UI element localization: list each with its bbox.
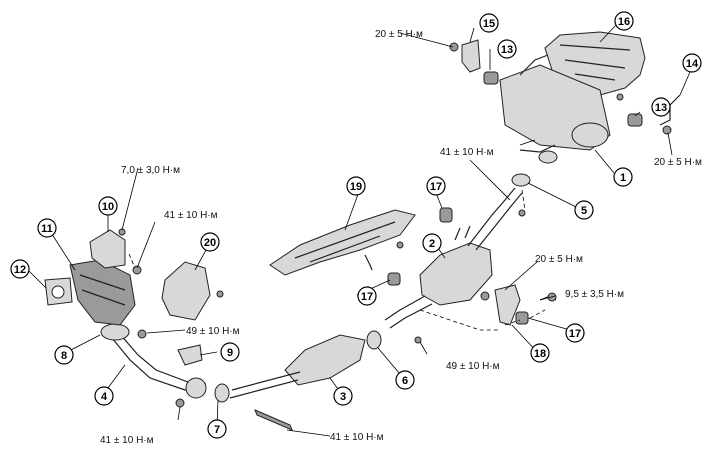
callout-7: 7 <box>207 419 227 439</box>
callout-18: 18 <box>530 343 550 363</box>
torque-front-pipe-lower: 41 ± 10 Н·м <box>100 435 154 446</box>
bracket-9 <box>177 344 203 366</box>
gasket-8 <box>100 323 130 341</box>
svg-text:17: 17 <box>569 328 581 340</box>
svg-text:19: 19 <box>350 181 362 193</box>
svg-text:15: 15 <box>483 18 495 30</box>
svg-text:8: 8 <box>61 350 67 362</box>
torque-flange-front: 49 ± 10 Н·м <box>186 326 240 337</box>
torque-sensor: 9,5 ± 3,5 Н·м <box>565 289 624 300</box>
hanger-rubber-13a <box>483 71 499 85</box>
svg-text:11: 11 <box>41 223 53 235</box>
svg-text:18: 18 <box>534 348 546 360</box>
hanger-rubber-17b <box>387 272 401 286</box>
callout-14: 14 <box>682 53 702 73</box>
callout-15: 15 <box>479 13 499 33</box>
callout-11: 11 <box>37 218 57 238</box>
heat-shield-20 <box>161 261 211 321</box>
svg-text:5: 5 <box>581 205 587 217</box>
callout-9: 9 <box>220 342 240 362</box>
callout-17b: 17 <box>357 286 377 306</box>
callout-2: 2 <box>422 233 442 253</box>
bracket-18 <box>494 284 521 326</box>
callout-4: 4 <box>94 386 114 406</box>
torque-manifold-nut: 41 ± 10 Н·м <box>164 210 218 221</box>
exhaust-manifold-11 <box>69 259 136 326</box>
callout-16: 16 <box>614 11 634 31</box>
callout-3: 3 <box>333 386 353 406</box>
hanger-bracket-14 <box>659 94 681 126</box>
svg-text:12: 12 <box>14 264 26 276</box>
callout-17c: 17 <box>565 323 585 343</box>
svg-text:13: 13 <box>501 44 513 56</box>
svg-text:14: 14 <box>686 58 699 70</box>
center-pipe-resonator <box>419 242 493 306</box>
svg-text:10: 10 <box>102 201 114 213</box>
callout-5: 5 <box>574 200 594 220</box>
manifold-heat-shield-10 <box>89 229 126 269</box>
svg-text:20: 20 <box>204 237 216 249</box>
svg-text:17: 17 <box>430 181 442 193</box>
gasket-5 <box>511 173 531 187</box>
svg-text:4: 4 <box>101 391 108 403</box>
callout-10: 10 <box>98 196 118 216</box>
svg-text:9: 9 <box>227 347 233 359</box>
svg-text:13: 13 <box>655 102 667 114</box>
svg-text:17: 17 <box>361 291 373 303</box>
callout-6: 6 <box>395 370 415 390</box>
svg-text:1: 1 <box>620 172 626 184</box>
hanger-bracket-15 <box>461 39 481 73</box>
svg-text:6: 6 <box>402 375 408 387</box>
svg-text:2: 2 <box>429 238 435 250</box>
catalytic-converter-3 <box>284 334 366 386</box>
callout-17a: 17 <box>426 176 446 196</box>
gasket-6 <box>366 330 382 350</box>
torque-center-pipe-top: 41 ± 10 Н·м <box>440 147 494 158</box>
svg-text:3: 3 <box>340 391 346 403</box>
torque-muffler-top: 20 ± 5 Н·м <box>375 29 423 40</box>
callout-20: 20 <box>200 232 220 252</box>
hanger-rubber-13b <box>627 113 643 127</box>
torque-cat-bolt: 41 ± 10 Н·м <box>330 432 384 443</box>
gasket-7 <box>214 383 230 403</box>
svg-text:7: 7 <box>214 424 220 436</box>
torque-muffler-right: 20 ± 5 Н·м <box>654 157 702 168</box>
callout-8: 8 <box>54 345 74 365</box>
callout-13b: 13 <box>651 97 671 117</box>
callout-12: 12 <box>10 259 30 279</box>
hanger-rubber-17c <box>515 311 529 325</box>
torque-heat-shield-bolt: 7,0 ± 3,0 Н·м <box>121 165 180 176</box>
center-heat-shield <box>269 209 416 276</box>
callout-13a: 13 <box>497 39 517 59</box>
callout-1: 1 <box>613 167 633 187</box>
torque-flange-rear: 49 ± 10 Н·м <box>446 361 500 372</box>
callout-19: 19 <box>346 176 366 196</box>
hanger-rubber-17a <box>439 207 453 223</box>
svg-text:16: 16 <box>618 16 630 28</box>
torque-front-pipe-bracket: 20 ± 5 Н·м <box>535 254 583 265</box>
